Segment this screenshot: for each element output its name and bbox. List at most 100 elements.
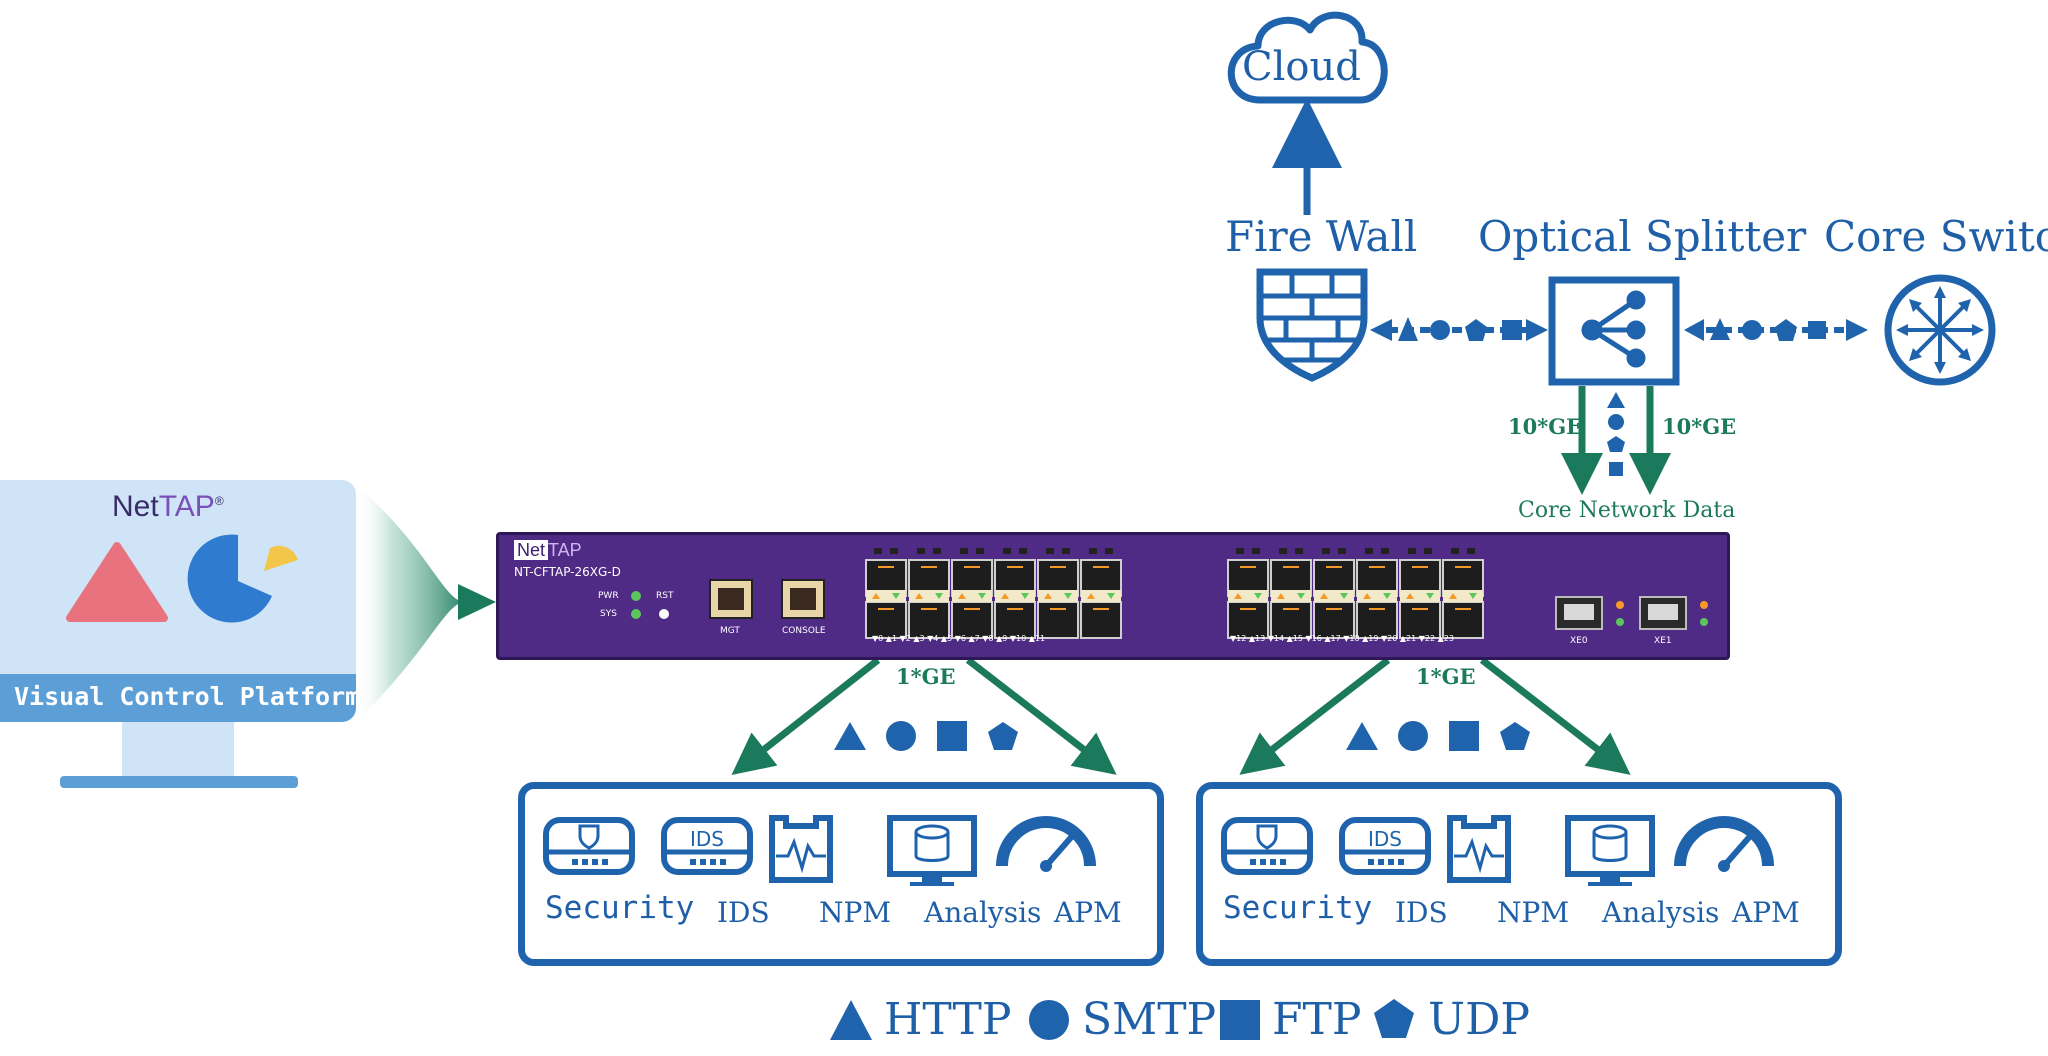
g2-apm-label: APM [1732,896,1800,929]
device-logo-tap: TAP [548,540,582,560]
legend-ftp: FTP [1272,994,1362,1045]
npm-icon [769,815,833,883]
core-switch-icon [1884,274,1996,386]
ids-badge: IDS [1368,827,1402,851]
sys-label: SYS [600,609,617,619]
security-appliance-icon [1221,817,1313,875]
platform-pie-slice-icon [264,545,298,571]
rst-button [659,609,669,619]
splitter-switch-arrowhead-left [1684,319,1704,341]
legend-udp: UDP [1428,994,1530,1045]
sys-led [631,609,641,619]
platform-logo-net: Net [112,490,159,523]
platform-pie-icon [187,534,272,623]
npm-icon [1447,815,1511,883]
platform-logo-mark: ® [214,494,224,508]
tool-group-2 [1196,782,1842,966]
sfp-ports-left [865,548,1122,639]
tool-group-1 [518,782,1164,966]
group2-ge-label: 1*GE [1416,664,1476,689]
platform-stand [122,722,234,776]
shield-icon [578,824,600,850]
group1-ge-label: 1*GE [896,664,956,689]
platform-title: Visual Control Platform [14,682,361,711]
xe0-led-bottom [1616,618,1624,626]
ids-appliance-icon [1339,817,1431,875]
xe1-led-bottom [1700,618,1708,626]
g2-npm-label: NPM [1497,896,1570,929]
device-logo-net: Net [514,540,549,560]
port-labels-right: ▼12 ▲13 ▼14 ▲15 ▼16 ▲17 ▼18 ▲19 ▼20 ▲21 … [1230,634,1454,643]
cloud-icon [1227,11,1388,104]
left-arrow-to-group1 [731,657,881,775]
ids-badge: IDS [690,827,724,851]
group1-protocol-shapes [834,721,1018,751]
firewall-label: Fire Wall [1225,212,1418,261]
platform-base [60,776,298,788]
xe0-led-top [1616,601,1624,609]
port-labels-left: ▼0 ▲1 ▼2 ▲3 ▼4 ▲5 ▼6 ▲7 ▼8 ▲9 ▼10 ▲11 [872,634,1046,643]
split-circle-icon [1608,414,1624,430]
apm-gauge-icon [996,816,1096,867]
security-appliance-icon [543,817,635,875]
pwr-label: PWR [598,591,619,601]
link2-triangle-icon [1710,318,1730,340]
link2-pentagon-icon [1775,319,1797,341]
legend-http: HTTP [884,994,1012,1045]
sfp-ports-right [1227,548,1484,639]
g1-npm-label: NPM [819,896,892,929]
platform-logo-tap: TAP [158,490,215,523]
xe1-led-top [1700,601,1708,609]
right-arrow-to-group1 [965,657,1117,775]
firewall-splitter-arrowhead-left [1370,319,1392,341]
link2-square-icon [1808,321,1826,339]
g2-security-label: Security [1223,890,1373,926]
core-network-data-label: Core Network Data [1518,498,1736,523]
platform-title-bar [0,674,356,722]
platform-to-device-arrow [458,584,496,620]
split-right-label: 10*GE [1662,414,1737,439]
splitter-icon [1581,290,1646,368]
g1-apm-label: APM [1054,896,1122,929]
g1-security-label: Security [545,890,695,926]
rst-label: RST [656,591,674,601]
g1-analysis-label: Analysis [924,896,1042,929]
firewall-splitter-arrowhead-right [1526,319,1548,341]
split-pentagon-icon [1607,436,1625,452]
shield-icon [1256,824,1278,850]
pwr-led [631,591,641,601]
tool-icons-group2: IDS [1221,815,1774,886]
apm-gauge-icon [1674,816,1774,867]
legend-smtp: SMTP [1082,994,1217,1045]
link2-circle-icon [1742,320,1762,340]
link-square-icon [1502,320,1522,340]
split-left-label: 10*GE [1508,414,1583,439]
device-model: NT-CFTAP-26XG-D [514,565,621,579]
link-pentagon-icon [1465,319,1487,341]
left-arrow-to-group2 [1239,657,1391,775]
cloud-label: Cloud [1242,44,1361,90]
xe0-label: XE0 [1570,636,1588,646]
ids-appliance-icon [661,817,753,875]
g2-analysis-label: Analysis [1602,896,1720,929]
group2-protocol-shapes [1346,721,1530,751]
g2-ids-label: IDS [1395,896,1448,929]
legend-shapes [830,999,1414,1040]
platform-triangle-icon [66,542,168,622]
analysis-monitor-icon [887,815,977,877]
link-circle-icon [1430,320,1450,340]
mgt-label: MGT [720,626,740,636]
platform-logo: NetTAP® [112,490,224,524]
link-triangle-icon [1398,317,1418,341]
g1-ids-label: IDS [717,896,770,929]
split-triangle-icon [1607,392,1625,408]
platform-to-device-funnel [356,485,458,722]
core-switch-label: Core Switch [1824,212,2048,261]
firewall-icon [1256,268,1368,382]
splitter-switch-arrowhead-right [1846,319,1868,341]
